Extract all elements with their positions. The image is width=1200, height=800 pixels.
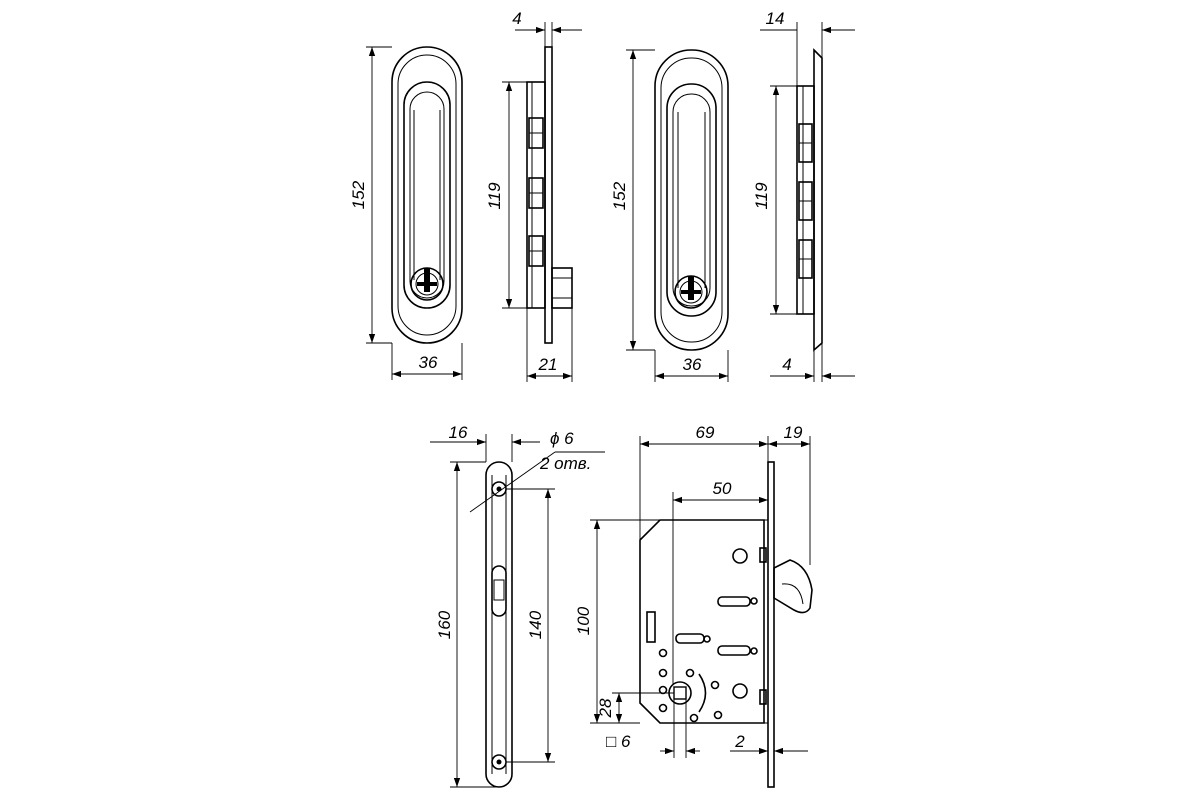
lock-body-view — [639, 461, 813, 788]
backset-label: 50 — [713, 479, 732, 498]
view-1-width-label: 36 — [419, 353, 438, 372]
view-2-top-depth-label: 4 — [512, 9, 521, 28]
plate-thickness-label: 2 — [734, 732, 745, 751]
square-spindle-label: □ 6 — [606, 732, 631, 751]
plate-offset-label: 19 — [784, 423, 803, 442]
dimensions-view-3 — [626, 49, 729, 382]
view-4-bottom-depth-label: 4 — [782, 355, 791, 374]
handle-front-view-1 — [391, 46, 463, 344]
faceplate-width-label: 16 — [449, 423, 468, 442]
lock-depth-label: 69 — [696, 423, 715, 442]
view-2-insert-height-label: 119 — [485, 182, 504, 210]
hole-spacing-label: 140 — [526, 610, 545, 639]
view-2-bottom-depth-label: 21 — [538, 355, 558, 374]
dimensions-view-5 — [430, 434, 605, 788]
hole-diameter-label: ϕ 6 — [550, 429, 574, 448]
dimensions-view-2 — [502, 22, 582, 382]
view-4-insert-height-label: 119 — [752, 182, 771, 210]
dimensions-view-4 — [760, 22, 855, 382]
view-4-top-depth-label: 14 — [766, 9, 785, 28]
spindle-offset-label: 28 — [596, 698, 615, 718]
view-3-width-label: 36 — [683, 355, 702, 374]
lock-height-label: 100 — [574, 606, 593, 635]
dimensions-view-6 — [590, 436, 811, 758]
faceplate-height-label: 160 — [435, 610, 454, 639]
hole-count-label: 2 отв. — [539, 454, 591, 473]
view-1-height-label: 152 — [349, 180, 368, 209]
handle-side-view-2 — [796, 48, 823, 352]
handle-side-view-1 — [526, 46, 573, 344]
dimensions-view-1 — [366, 46, 463, 380]
handle-front-view-2 — [654, 49, 729, 351]
faceplate-view — [485, 461, 513, 788]
view-3-height-label: 152 — [610, 181, 629, 210]
